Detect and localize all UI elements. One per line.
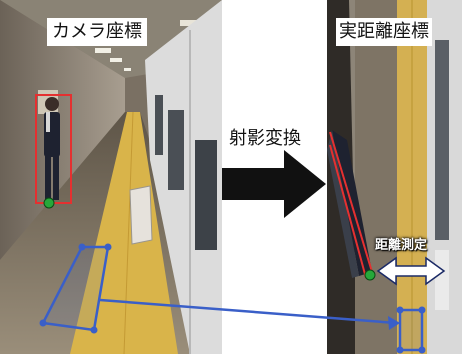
camera-coordinates-title: カメラ座標 [47, 18, 147, 46]
person-bounding-box [35, 94, 72, 204]
camera-view-panel [0, 0, 222, 354]
distance-measurement-label: 距離測定 [375, 238, 428, 253]
camera-view-image [0, 0, 222, 354]
right-arrow-icon [222, 150, 326, 218]
mapping-arrow [99, 298, 397, 325]
source-region [41, 245, 110, 332]
projective-transform-label: 射影変換 [229, 128, 301, 149]
transformed-bbox-edge [329, 131, 373, 273]
transformed-foot-point-icon [364, 269, 376, 281]
real-distance-image [327, 0, 462, 354]
real-distance-coordinates-title: 実距離座標 [336, 18, 432, 46]
transformed-region [398, 308, 424, 352]
foot-point-marker-icon [43, 197, 55, 209]
real-distance-panel [327, 0, 462, 354]
person-figure-icon [44, 97, 60, 200]
double-headed-arrow-icon [376, 256, 446, 286]
